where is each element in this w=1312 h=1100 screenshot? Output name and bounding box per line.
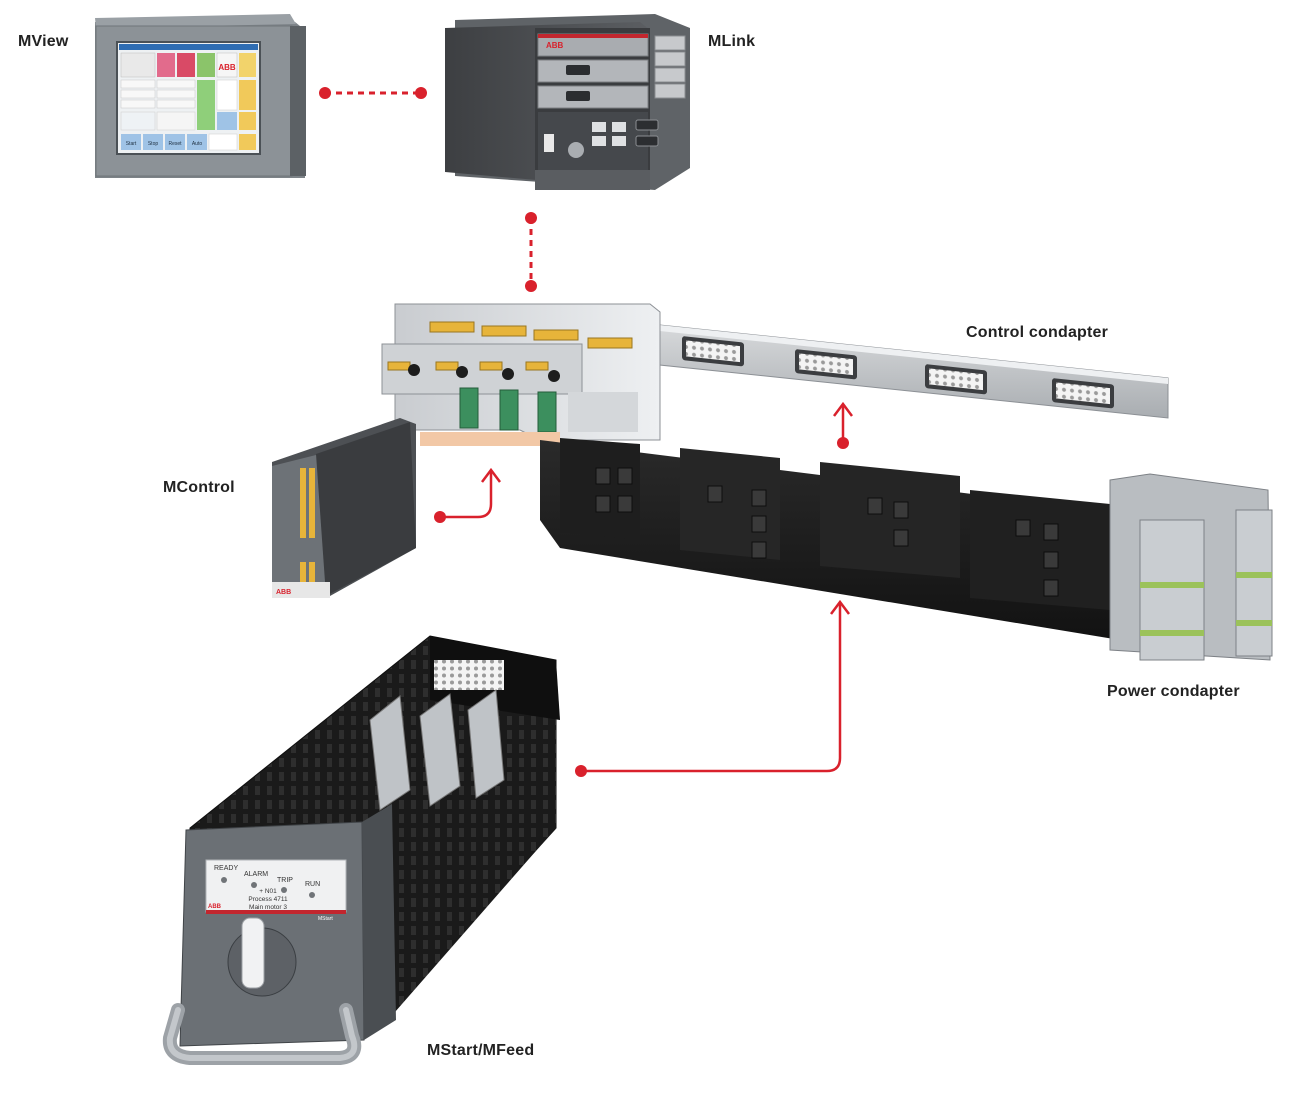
mlink-side-slots (654, 35, 686, 99)
connector-mlink-mcontrol (525, 212, 537, 292)
busbar-sockets (595, 467, 1059, 597)
mlink-ports (544, 119, 659, 158)
indicator-ready-label: READY (214, 865, 238, 872)
power-condapter (1109, 473, 1273, 661)
mstart-model-label: MStart (318, 916, 333, 922)
mstart-tag-lines: + N01 Process 4711 Main motor 3 (248, 888, 288, 911)
label-mview: MView (18, 33, 69, 50)
control-condapter (649, 323, 1169, 419)
label-mcontrol: MControl (163, 479, 235, 496)
arrow-mcontrol-into-chassis (434, 467, 501, 523)
arrow-mstart-to-busbar (575, 599, 850, 777)
tag-line-3: Main motor 3 (249, 904, 287, 911)
chassis-terminal-strips (429, 321, 633, 349)
mview-button-start: Start (126, 141, 137, 147)
mlink-slot-panels: ABB (537, 33, 649, 109)
mstart-logo: ABB (208, 904, 222, 910)
label-mlink: MLink (708, 33, 756, 50)
connector-mview-mlink (319, 87, 427, 99)
indicator-run-label: RUN (305, 881, 320, 888)
mstart-module: READY ALARM TRIP RUN + N01 Process 4711 … (162, 635, 560, 1065)
arrow-to-control-condapter (833, 401, 853, 449)
power-terminal-block-right (1235, 509, 1273, 657)
mview-screen: ABB Sta (116, 41, 261, 155)
mcontrol-chassis (381, 303, 661, 446)
chassis-pcb-boards (459, 387, 557, 433)
control-condapter-sockets (682, 336, 1114, 409)
label-power-condapter: Power condapter (1107, 683, 1240, 700)
mcontrol-logo: ABB (276, 589, 291, 596)
mstart-indicator-labels: READY ALARM TRIP RUN (214, 865, 320, 888)
mview-screen-logo: ABB (218, 63, 236, 72)
label-control-condapter: Control condapter (966, 324, 1109, 341)
mstart-indicator-leds (221, 877, 315, 898)
mlink-logo: ABB (546, 41, 564, 50)
mstart-rotary-handle (227, 917, 297, 997)
mcontrol-terminals (300, 468, 315, 588)
power-terminal-block-left (1139, 519, 1205, 661)
mlink-unit: ABB (445, 14, 690, 190)
indicator-alarm-label: ALARM (244, 871, 268, 878)
label-mstart-mfeed: MStart/MFeed (427, 1042, 535, 1059)
tag-line-1: + N01 (259, 888, 277, 895)
mview-screen-buttons: Start Stop Reset Auto (121, 133, 256, 151)
busbar-assembly (540, 438, 1120, 640)
mview-button-stop: Stop (148, 141, 159, 147)
mview-panel: ABB Sta (95, 14, 306, 178)
indicator-trip-label: TRIP (277, 877, 293, 884)
mstart-pull-handle (162, 1003, 362, 1065)
mview-button-auto: Auto (192, 141, 203, 147)
mcontrol-unit: ABB (272, 418, 416, 598)
mstart-internal-cards (369, 689, 505, 811)
mview-button-reset: Reset (168, 141, 182, 147)
tag-line-2: Process 4711 (248, 896, 288, 903)
